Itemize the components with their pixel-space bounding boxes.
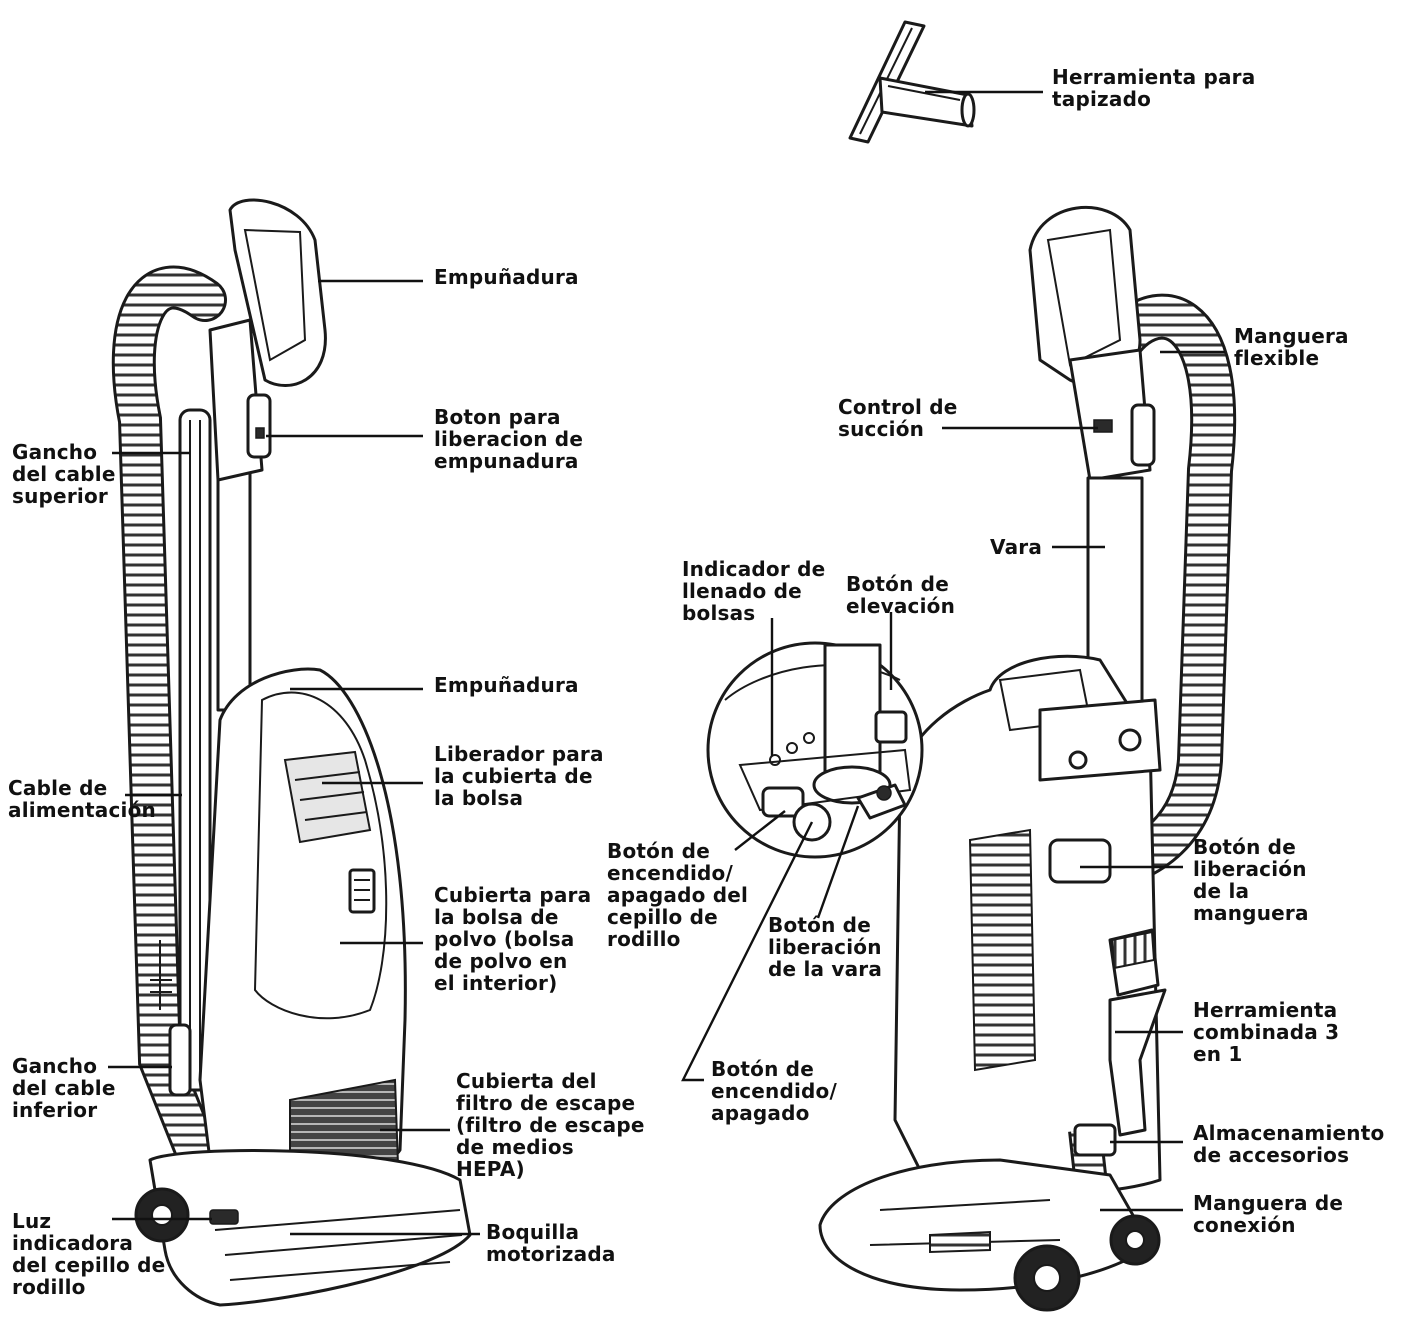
label-carry-handle: Empuñadura (434, 673, 579, 697)
leader-lines (108, 90, 1225, 1236)
upholstery-tool-illustration (848, 20, 976, 144)
label-wand: Vara (990, 535, 1043, 559)
control-panel-magnifier-illustration (706, 641, 924, 859)
label-handle-top: Empuñadura (434, 265, 579, 289)
upright-vacuum-front-illustration (111, 198, 472, 1307)
upright-vacuum-rear-illustration (818, 206, 1237, 1312)
